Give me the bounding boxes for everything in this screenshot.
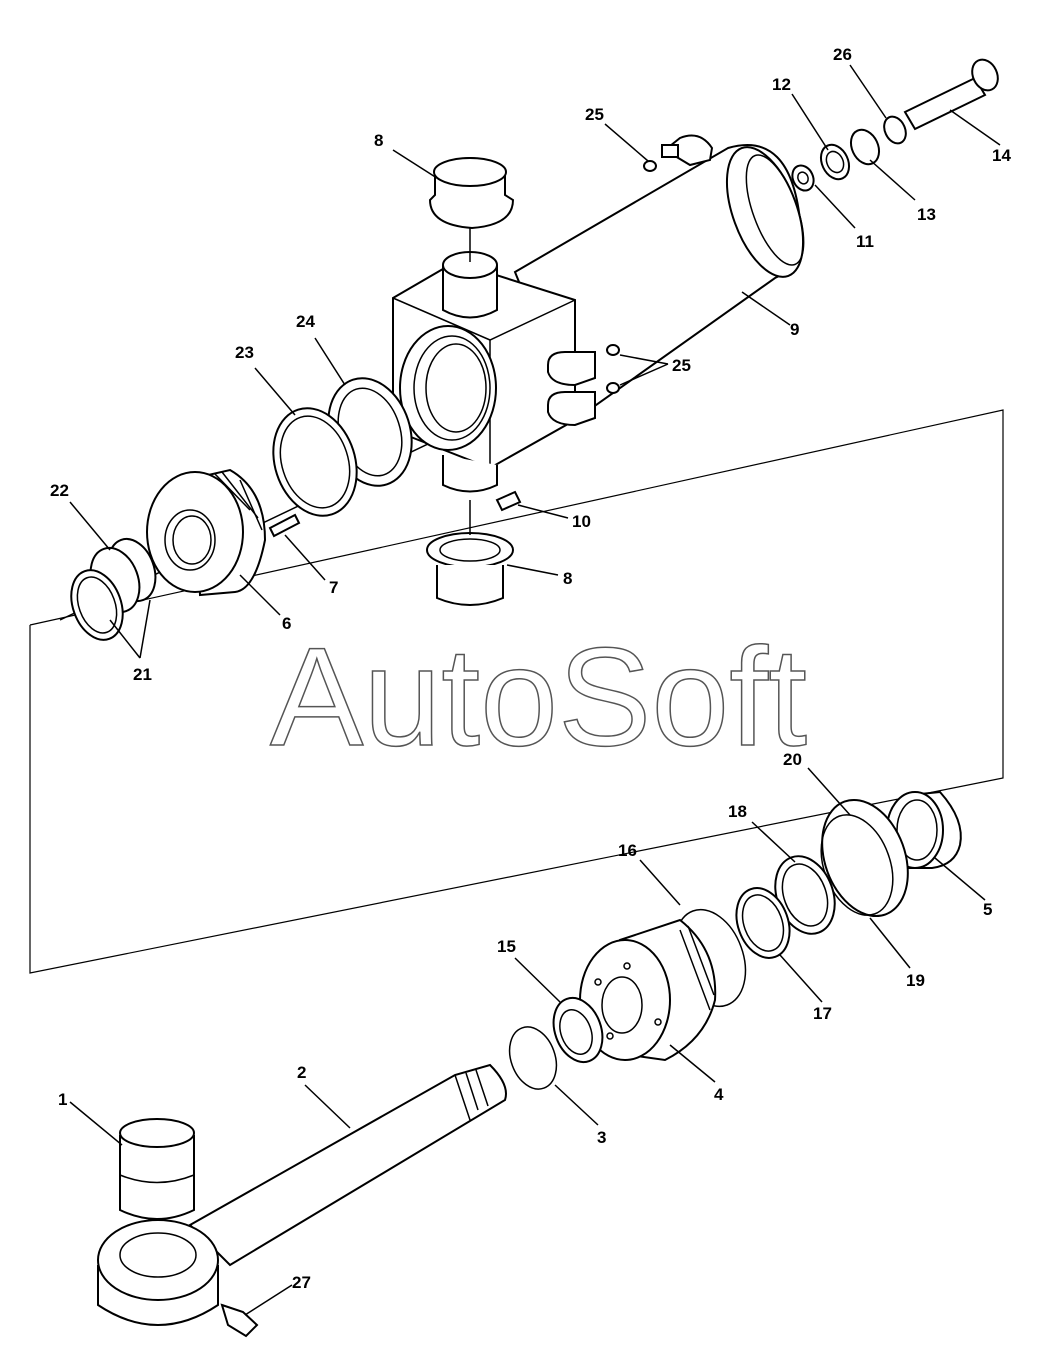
callout-18: 18	[728, 802, 747, 821]
callout-22: 22	[50, 481, 69, 500]
watermark-text: AutoSoft	[270, 618, 807, 775]
callout-4: 4	[714, 1085, 724, 1104]
part-2-piston-rod	[188, 1063, 507, 1267]
part-6-piston	[146, 468, 267, 597]
callout-11: 11	[856, 232, 874, 251]
callout-17: 17	[813, 1004, 832, 1023]
callout-27: 27	[292, 1273, 311, 1292]
callout-24: 24	[296, 312, 315, 331]
callout-8-lower: 8	[563, 569, 572, 588]
part-8-upper-bushing	[428, 156, 515, 262]
part-8-lower-bushing	[426, 500, 514, 606]
callout-2: 2	[297, 1063, 306, 1082]
callout-12: 12	[772, 75, 791, 94]
part-11-washer	[791, 164, 815, 192]
callout-8-upper: 8	[374, 131, 383, 150]
part-10-set-screw	[495, 490, 522, 512]
callout-26: 26	[833, 45, 852, 64]
part-21-ring-b	[70, 569, 124, 641]
callout-7: 7	[329, 578, 338, 597]
part-13-ring	[849, 128, 881, 166]
part-1-bearing	[119, 1118, 195, 1220]
part-20-ring	[821, 798, 909, 918]
callout-15: 15	[497, 937, 516, 956]
callout-23: 23	[235, 343, 254, 362]
part-15-wiper	[552, 997, 604, 1063]
callout-20: 20	[783, 750, 802, 769]
callout-21: 21	[133, 665, 152, 684]
callout-25-top: 25	[585, 105, 604, 124]
leader-lines	[69, 64, 1001, 1316]
callout-5: 5	[983, 900, 992, 919]
part-25-o-ring-top	[643, 160, 657, 172]
callout-labels: 8 25 12 26 14 13 11 9 25 24 23 10 8 7 6 …	[50, 45, 1011, 1292]
part-4-gland	[579, 918, 717, 1062]
callout-3: 3	[597, 1128, 606, 1147]
cylinder-head-block	[392, 251, 596, 493]
part-7-pin	[268, 513, 301, 538]
part-27-grease-nipple	[220, 1303, 259, 1338]
rod-eye	[97, 1219, 219, 1326]
part-3-snap-ring	[508, 1026, 558, 1090]
part-14-tube	[903, 58, 999, 131]
callout-1: 1	[58, 1090, 67, 1109]
callout-16: 16	[618, 841, 637, 860]
callout-9: 9	[790, 320, 799, 339]
part-23-ring	[272, 407, 358, 517]
callout-25-side: 25	[672, 356, 691, 375]
part-26-o-ring	[883, 115, 907, 145]
callout-13: 13	[917, 205, 936, 224]
part-12-seal	[819, 143, 851, 181]
callout-14: 14	[992, 146, 1011, 165]
callout-10: 10	[572, 512, 591, 531]
callout-19: 19	[906, 971, 925, 990]
part-25-o-rings-side	[606, 344, 620, 394]
callout-6: 6	[282, 614, 291, 633]
part-17-seal	[735, 887, 791, 959]
